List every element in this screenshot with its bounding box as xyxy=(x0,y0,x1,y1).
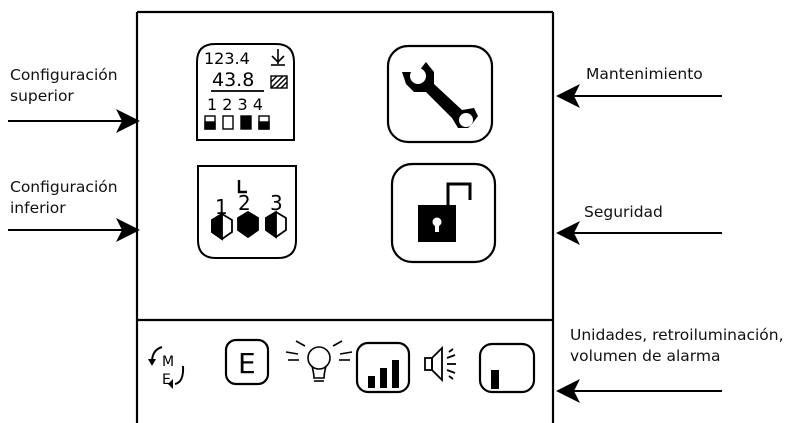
top-value-text: 123.4 xyxy=(204,49,250,68)
label-configuracion-inferior: Configuración inferior xyxy=(10,178,118,217)
label-mantenimiento: Mantenimiento xyxy=(586,65,703,83)
arrow-config-superior xyxy=(8,109,140,133)
mode-switch-icon[interactable]: M E xyxy=(148,346,185,389)
label-unidades: Unidades, retroiluminación, volumen de a… xyxy=(570,326,784,365)
antenna-icon xyxy=(271,49,285,66)
sensor-config-icon[interactable]: 1 2 3 xyxy=(197,165,297,259)
mode-m-text: M xyxy=(162,354,174,370)
label-seguridad: Seguridad xyxy=(584,203,663,221)
arrow-unidades xyxy=(556,379,722,403)
arrow-seguridad xyxy=(556,221,722,245)
maintenance-icon[interactable] xyxy=(386,44,494,144)
mode-e-text: E xyxy=(162,372,171,388)
e-button-label: E xyxy=(238,347,256,380)
volume-button[interactable] xyxy=(478,342,536,394)
security-icon[interactable] xyxy=(390,162,497,264)
e-button[interactable]: E xyxy=(224,338,270,386)
signal-bars-button[interactable] xyxy=(355,341,411,394)
channel-3-text: 3 xyxy=(270,191,283,215)
label-configuracion-superior: Configuración superior xyxy=(10,66,118,105)
arrow-config-inferior xyxy=(8,218,140,242)
channel-indicators xyxy=(204,115,270,130)
wrench-icon xyxy=(402,62,478,128)
screen-frame xyxy=(135,10,555,423)
speaker-icon[interactable] xyxy=(424,345,456,383)
display-config-icon[interactable]: 123.4 43.8 1 2 3 4 xyxy=(196,43,295,141)
channel-2-text: 2 xyxy=(238,191,251,215)
main-value-text: 43.8 xyxy=(212,69,254,91)
hatched-box-icon xyxy=(270,75,288,89)
lock-open-icon xyxy=(418,182,472,242)
channel-1-text: 1 xyxy=(215,195,228,219)
backlight-bulb-icon[interactable] xyxy=(285,340,353,382)
channel-numbers: 1 2 3 4 xyxy=(207,95,263,114)
sensor-shields xyxy=(211,210,287,241)
arrow-mantenimiento xyxy=(556,84,722,108)
